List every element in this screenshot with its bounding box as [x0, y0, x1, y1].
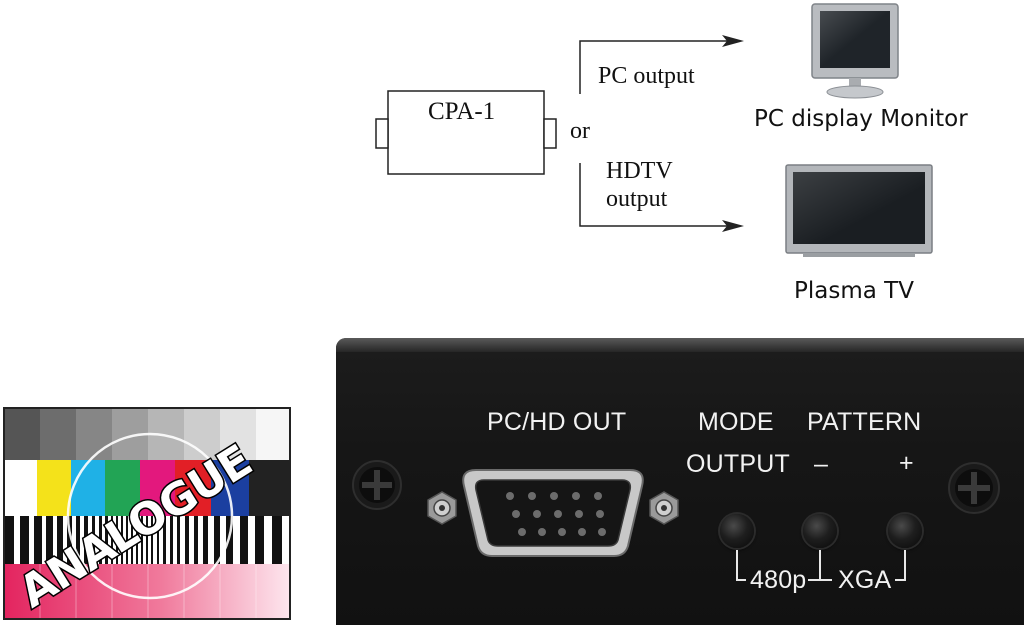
vga-left-post — [427, 491, 457, 525]
pattern-minus-label: – — [814, 450, 829, 478]
device-box — [387, 90, 545, 175]
hdtv-output-label-line2: output — [606, 186, 668, 212]
hdtv-output-label-line1: HDTV — [606, 158, 673, 184]
plasma-tv-icon — [785, 164, 933, 257]
test-card-circle — [66, 432, 234, 600]
pc-output-arrow-line — [579, 40, 730, 94]
panel-top-edge — [336, 338, 1024, 352]
hdtv-output-arrowhead — [722, 220, 744, 232]
pattern-label: PATTERN — [807, 408, 922, 436]
device-left-connector — [375, 118, 389, 149]
monitor-label: PC display Monitor — [754, 106, 968, 132]
mode-output-button[interactable] — [720, 514, 754, 548]
pattern-plus-label: + — [899, 449, 914, 477]
analogue-test-card: ANALOGUE — [3, 407, 291, 620]
vga-right-post — [649, 491, 679, 525]
res-xga-label: XGA — [838, 566, 892, 594]
tv-label: Plasma TV — [794, 278, 914, 304]
or-label: or — [570, 118, 590, 144]
device-right-connector — [543, 118, 557, 149]
vga-output-connector — [427, 469, 679, 557]
pc-output-label: PC output — [598, 63, 695, 89]
left-screw-icon — [352, 460, 402, 510]
pc-output-arrowhead — [722, 35, 744, 47]
signal-flow-diagram — [375, 3, 933, 257]
pattern-minus-button[interactable] — [803, 514, 837, 548]
output-label: OUTPUT — [686, 450, 790, 478]
device-label: CPA-1 — [428, 98, 496, 125]
resolution-bracket — [736, 550, 906, 581]
pc-hd-out-label: PC/HD OUT — [487, 408, 627, 436]
device-front-panel — [336, 338, 1024, 625]
pattern-plus-button[interactable] — [888, 514, 922, 548]
pc-monitor-icon — [811, 3, 899, 99]
hdtv-output-arrow-line — [579, 163, 730, 227]
res-480p-label: 480p — [750, 566, 807, 594]
mode-label: MODE — [698, 408, 774, 436]
right-screw-icon — [948, 462, 1000, 514]
